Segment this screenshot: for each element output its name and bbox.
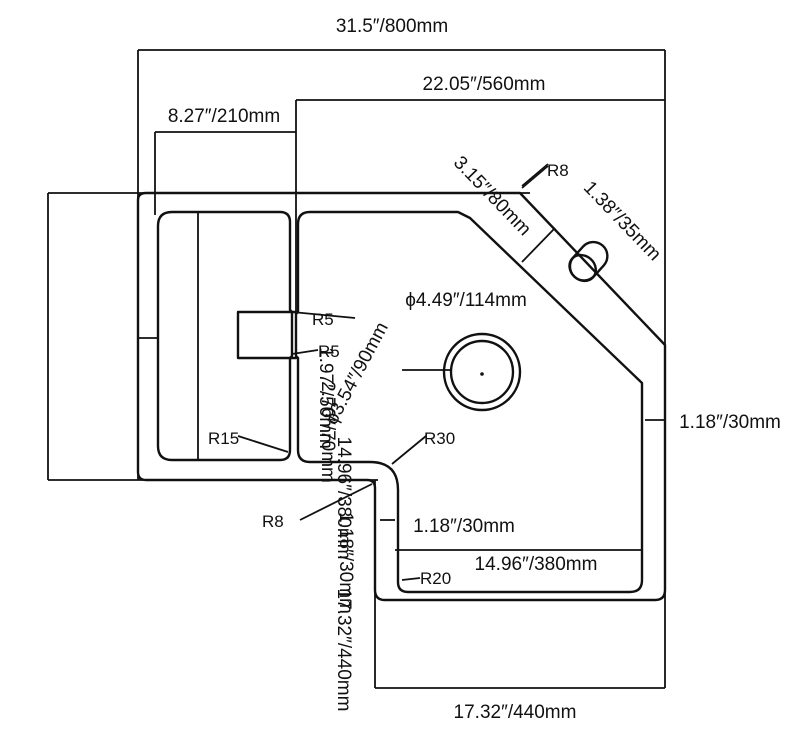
r8-bottom-label: R8 — [262, 512, 284, 531]
r15-label: R15 — [208, 429, 239, 448]
r5-upper-label: R5 — [312, 310, 334, 329]
left-bowl-length-label: 14.96″/380mm — [333, 437, 354, 560]
drain — [442, 332, 522, 412]
drain-inner-circle — [449, 339, 515, 405]
drain-center-dot — [480, 372, 484, 376]
left-bowl-width-label: 8.27″/210mm — [168, 106, 280, 127]
sink-outer-outline — [136, 191, 667, 602]
right-wall-label: 1.18″/30mm — [679, 412, 781, 433]
r30-label: R30 — [424, 429, 455, 448]
r8-top-label: R8 — [547, 161, 569, 180]
upper-width-label: 22.05″/560mm — [423, 74, 546, 95]
drain-outer-circle — [442, 332, 522, 412]
overall-height-label: 17.32″/440mm — [333, 589, 354, 712]
r5-lower-label: R5 — [318, 342, 340, 361]
slot-depth-label: 1.97″/50mm — [315, 347, 336, 449]
tap-hole — [568, 240, 609, 283]
step-wall-label: 1.18″/30mm — [413, 516, 515, 537]
tap-hole-label: 1.38″/35mm — [579, 177, 665, 265]
main-bowl-outline — [294, 210, 644, 594]
left-channel-label: 2.76″/70mm — [317, 381, 338, 483]
left-bowl-outline — [156, 210, 294, 462]
leader-lines — [237, 165, 549, 581]
overflow-slot — [236, 310, 298, 360]
drain-outer-label: ϕ4.49″/114mm — [405, 290, 527, 311]
left-wall-label: 1.18″/30mm — [335, 512, 356, 614]
lower-bowl-length-label: 14.96″/380mm — [475, 554, 598, 575]
bottom-width-label: 17.32″/440mm — [454, 702, 577, 723]
overall-width-label: 31.5″/800mm — [336, 16, 448, 37]
r20-label: R20 — [420, 569, 451, 588]
